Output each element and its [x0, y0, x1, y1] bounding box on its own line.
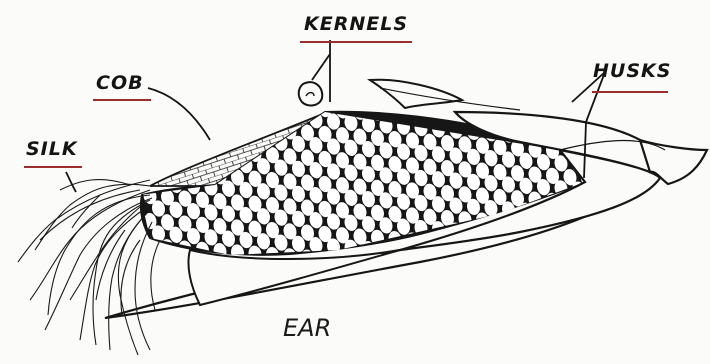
- kernel: [527, 265, 543, 284]
- kernels-label: KERNELS: [304, 15, 408, 34]
- kernel: [151, 99, 167, 118]
- kernel: [230, 93, 246, 112]
- kernel: [160, 113, 176, 132]
- kernel: [536, 253, 552, 272]
- kernel: [448, 271, 464, 290]
- kernel: [396, 267, 412, 286]
- kernel: [562, 268, 578, 287]
- kernel: [195, 116, 211, 135]
- kernels-underline: [300, 41, 412, 43]
- kernel: [195, 141, 211, 160]
- kernel: [553, 254, 569, 273]
- kernel: [501, 250, 517, 269]
- kernel: [518, 276, 534, 295]
- kernel: [177, 89, 193, 108]
- kernel: [247, 94, 263, 113]
- kernel: [518, 251, 534, 270]
- kernel: [238, 106, 254, 125]
- kernel: [177, 114, 193, 133]
- kernel: [160, 138, 176, 157]
- cob-label: COB: [96, 74, 144, 93]
- kernel: [510, 264, 526, 283]
- husk-flap-top: [370, 80, 462, 108]
- kernel: [562, 243, 578, 262]
- kernel: [247, 119, 263, 138]
- kernel: [483, 274, 499, 293]
- kernel: [168, 150, 184, 169]
- kernel: [475, 261, 491, 280]
- husks-underline: [592, 91, 668, 93]
- kernel: [440, 259, 456, 278]
- kernel: [580, 244, 596, 263]
- kernel: [545, 242, 561, 261]
- kernel: [501, 275, 517, 294]
- kernel: [168, 100, 184, 119]
- kernel: [571, 255, 587, 274]
- ear-label: EAR: [283, 316, 331, 340]
- kernel: [553, 279, 569, 298]
- silk-label: SILK: [26, 140, 78, 159]
- kernel: [545, 267, 561, 286]
- kernel: [431, 270, 447, 289]
- kernel: [580, 269, 596, 288]
- kernel: [588, 257, 604, 276]
- kernel: [588, 282, 604, 301]
- cob-underline: [93, 99, 151, 101]
- kernel: [457, 260, 473, 279]
- kernel: [212, 92, 228, 111]
- kernel: [168, 125, 184, 144]
- husks-label: HUSKS: [593, 62, 671, 81]
- kernel: [142, 162, 158, 181]
- kernel: [151, 149, 167, 168]
- kernel: [273, 108, 289, 127]
- kernel: [588, 232, 604, 251]
- kernel: [492, 263, 508, 282]
- silk-underline: [24, 166, 82, 168]
- kernel: [282, 97, 298, 116]
- kernel: [212, 117, 228, 136]
- kernel: [553, 229, 569, 248]
- kernel: [203, 103, 219, 122]
- silk-strands: [18, 180, 160, 355]
- kernel: [571, 280, 587, 299]
- kernel: [571, 230, 587, 249]
- kernel: [221, 104, 237, 123]
- kernel: [195, 91, 211, 110]
- kernel: [160, 88, 176, 107]
- kernel: [186, 127, 202, 146]
- kernel: [221, 129, 237, 148]
- kernel: [177, 139, 193, 158]
- single-kernel-icon: [299, 82, 323, 105]
- kernel: [151, 124, 167, 143]
- kernel: [483, 249, 499, 268]
- kernel: [142, 137, 158, 156]
- kernel: [413, 269, 429, 288]
- kernel: [168, 250, 184, 269]
- kernel: [203, 128, 219, 147]
- kernel: [230, 118, 246, 137]
- kernel: [527, 240, 543, 259]
- kernel: [466, 273, 482, 292]
- kernel: [580, 219, 596, 238]
- kernel: [536, 278, 552, 297]
- kernel: [265, 96, 281, 115]
- kernel: [142, 112, 158, 131]
- husk-sweep-lower: [188, 250, 400, 305]
- kernel: [256, 107, 272, 126]
